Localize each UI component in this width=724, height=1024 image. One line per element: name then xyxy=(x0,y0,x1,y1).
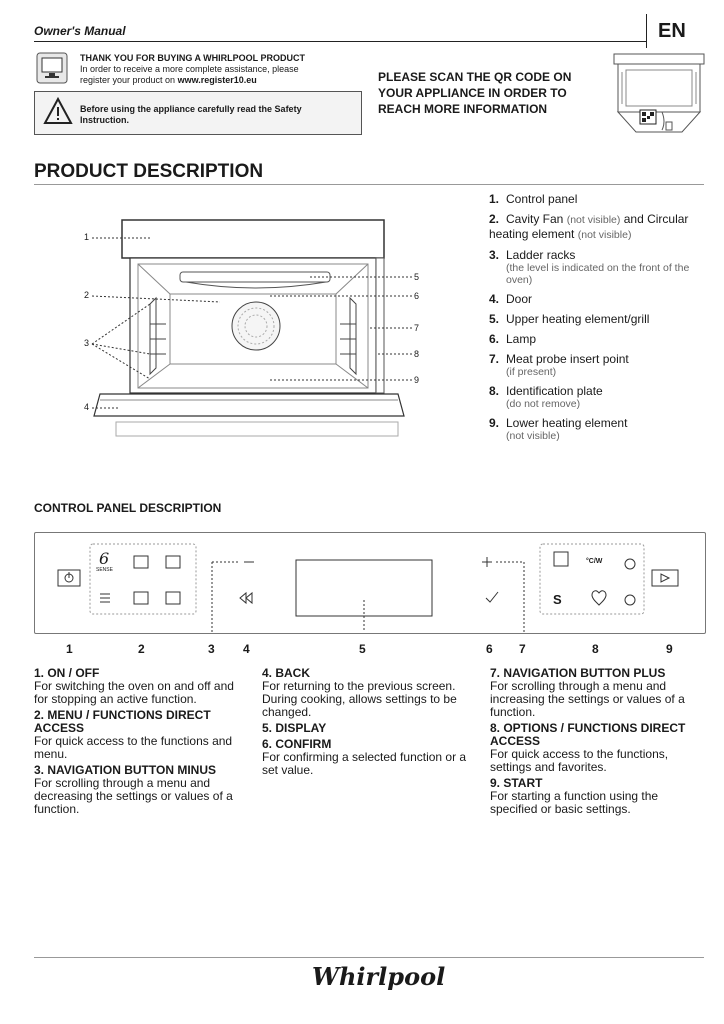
callout-1: 1 xyxy=(84,232,90,242)
callout-2: 2 xyxy=(84,290,90,300)
brand-logo: Whirlpool xyxy=(312,962,446,991)
minus-button[interactable] xyxy=(210,555,255,571)
callout-6: 6 xyxy=(414,291,420,301)
section-rule xyxy=(34,184,704,185)
footer-rule xyxy=(34,957,704,958)
qr-oven-illustration xyxy=(613,53,705,133)
s-icon[interactable]: S xyxy=(553,592,562,607)
warning-icon xyxy=(43,96,73,124)
oven-diagram xyxy=(91,219,412,437)
list-item: 2.Cavity Fan (not visible) and Circular … xyxy=(489,212,689,241)
register-link[interactable]: www.register10.eu xyxy=(177,75,257,85)
callout-3: 3 xyxy=(84,338,90,348)
register-text: In order to receive a more complete assi… xyxy=(80,64,299,85)
header-rule xyxy=(34,41,646,42)
plus-button[interactable] xyxy=(478,554,502,570)
list-item: 8.Identification plate(do not remove) xyxy=(489,384,603,410)
monitor-icon xyxy=(36,52,68,84)
on-off-button[interactable] xyxy=(58,570,80,586)
list-item: 1.Control panel xyxy=(489,192,578,206)
callout-4: 4 xyxy=(84,402,90,412)
safety-warning-box xyxy=(34,91,362,135)
list-item: 6.Lamp xyxy=(489,332,537,346)
list-item: 7.Meat probe insert point(if present) xyxy=(489,352,629,378)
manual-title: Owner's Manual xyxy=(34,24,126,38)
control-panel-title: CONTROL PANEL DESCRIPTION xyxy=(34,501,222,515)
display xyxy=(296,560,432,616)
list-item: 3.Ladder racks(the level is indicated on… xyxy=(489,248,690,286)
panel-label-4: 4 xyxy=(243,642,250,656)
callout-5: 5 xyxy=(414,272,420,282)
confirm-button[interactable] xyxy=(480,588,504,604)
list-item: 5.Upper heating element/grill xyxy=(489,312,650,326)
panel-label-7: 7 xyxy=(519,642,526,656)
panel-label-5: 5 xyxy=(359,642,366,656)
panel-label-8: 8 xyxy=(592,642,599,656)
panel-label-1: 1 xyxy=(66,642,73,656)
control-panel-drawing xyxy=(57,543,679,634)
panel-label-6: 6 xyxy=(486,642,493,656)
panel-label-2: 2 xyxy=(138,642,145,656)
control-panel-outline xyxy=(34,532,706,634)
callout-9: 9 xyxy=(414,375,420,385)
header-divider xyxy=(646,14,647,48)
panel-label-9: 9 xyxy=(666,642,673,656)
thank-you-heading: THANK YOU FOR BUYING A WHIRLPOOL PRODUCT xyxy=(80,53,305,63)
panel-label-3: 3 xyxy=(208,642,215,656)
callout-7: 7 xyxy=(414,323,420,333)
start-button[interactable] xyxy=(652,570,678,586)
temp-unit-icon[interactable]: °C/W xyxy=(586,558,603,565)
parts-list: 1.Control panel 2.Cavity Fan (not visibl… xyxy=(489,192,704,448)
back-button[interactable] xyxy=(236,590,260,606)
product-description-title: PRODUCT DESCRIPTION xyxy=(34,161,264,182)
six-sense-label: SENSE xyxy=(96,567,113,573)
safety-warning-text: Before using the appliance carefully rea… xyxy=(80,104,302,125)
list-item: 4.Door xyxy=(489,292,533,306)
language-code: EN xyxy=(658,20,686,42)
six-sense-icon[interactable]: 6 xyxy=(99,549,110,568)
list-item: 9.Lower heating element(not visible) xyxy=(489,416,628,442)
callout-8: 8 xyxy=(414,349,420,359)
